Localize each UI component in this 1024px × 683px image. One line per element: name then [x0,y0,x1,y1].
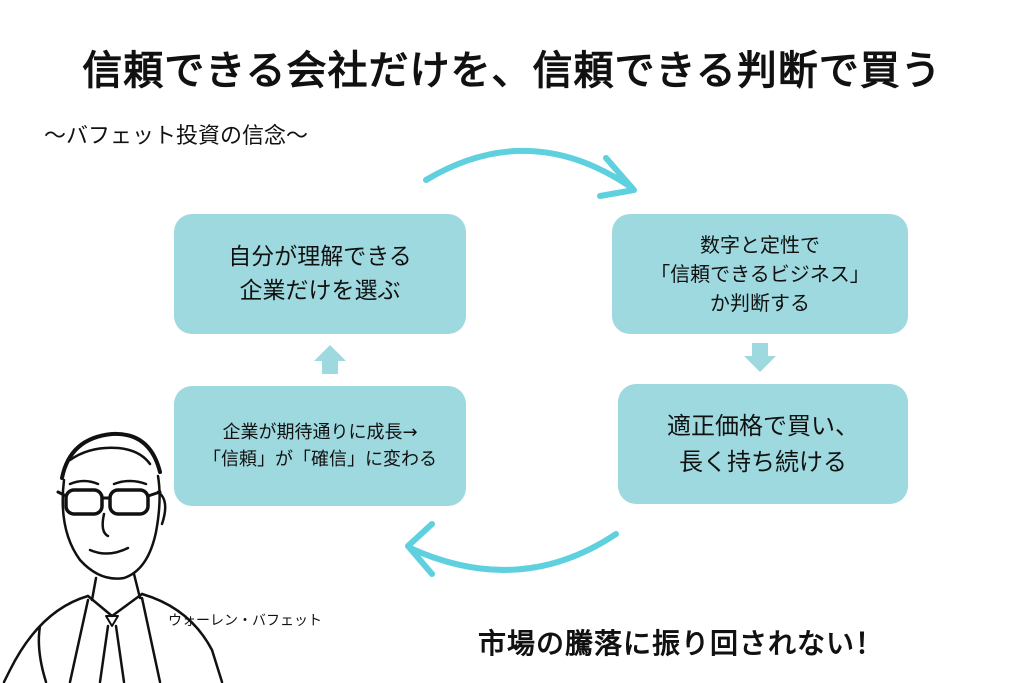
curved-arrow-top-head [597,155,637,199]
portrait-tie [105,615,119,627]
portrait-caption: ウォーレン・バフェット [168,613,322,629]
down-arrow [744,343,776,372]
portrait-hair [60,431,162,480]
step-box-select: 自分が理解できる 企業だけを選ぶ [174,214,466,334]
step-box-judge: 数字と定性で 「信頼できるビジネス」 か判断する [612,214,908,334]
page-subtitle: 〜バフェット投資の信念〜 [44,124,309,149]
curved-arrow-bottom [407,531,619,573]
step-box-growth: 企業が期待通りに成長→ 「信頼」が「確信」に変わる [174,386,466,506]
up-arrow [314,345,346,374]
portrait-glasses-left [64,488,104,516]
portrait-jacket [2,594,90,683]
portrait-collar [86,592,144,618]
portrait-glasses-right [108,488,150,516]
portrait-face [61,474,161,580]
buffett-portrait [2,431,224,683]
step-box-buy-hold: 適正価格で買い、 長く持ち続ける [618,384,908,504]
page-title: 信頼できる会社だけを、信頼できる判断で買う [82,48,942,94]
slogan: 市場の騰落に振り回されない！ [478,627,885,660]
curved-arrow-bottom-head [405,521,435,577]
curved-arrow-top [423,148,635,191]
